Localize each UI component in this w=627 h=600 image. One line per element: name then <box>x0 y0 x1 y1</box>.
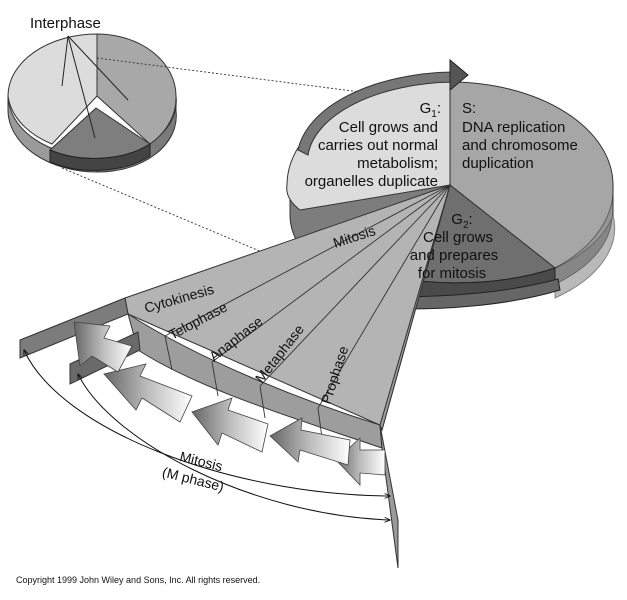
g1-line-2: carries out normal <box>318 137 438 154</box>
s-line-3: duplication <box>462 155 534 172</box>
mitosis-fan <box>19 184 451 569</box>
m-phase-span-arrows <box>24 350 390 520</box>
g2-line-2: and prepares <box>410 247 498 264</box>
g1-line-4: organelles duplicate <box>305 173 438 190</box>
g1-line-1: Cell grows and <box>339 119 438 136</box>
interphase-label: Interphase <box>30 15 101 32</box>
g2-line-1: Cell grows <box>423 229 493 246</box>
g1-line-3: metabolism; <box>357 155 438 172</box>
interphase-pointer-lines <box>61 35 129 139</box>
g2-title: G2: <box>451 211 472 231</box>
s-line-2: and chromosome <box>462 137 578 154</box>
m-phase-label: Mitosis (M phase) <box>161 448 226 494</box>
s-line-1: DNA replication <box>462 119 565 136</box>
cycle-arrow-top <box>297 58 469 156</box>
s-label: S: DNA replication and chromosome duplic… <box>462 100 578 172</box>
g2-line-3: for mitosis <box>418 265 486 282</box>
small-interphase-pie <box>7 33 177 173</box>
g1-title: G1: <box>420 100 441 120</box>
copyright-notice: Copyright 1999 John Wiley and Sons, Inc.… <box>16 575 260 585</box>
g1-label: G1: Cell grows and carries out normal me… <box>305 100 441 190</box>
g2-label: G2: Cell grows and prepares for mitosis <box>410 211 498 282</box>
zoom-connector-lines <box>61 57 361 253</box>
s-title: S: <box>462 100 476 117</box>
